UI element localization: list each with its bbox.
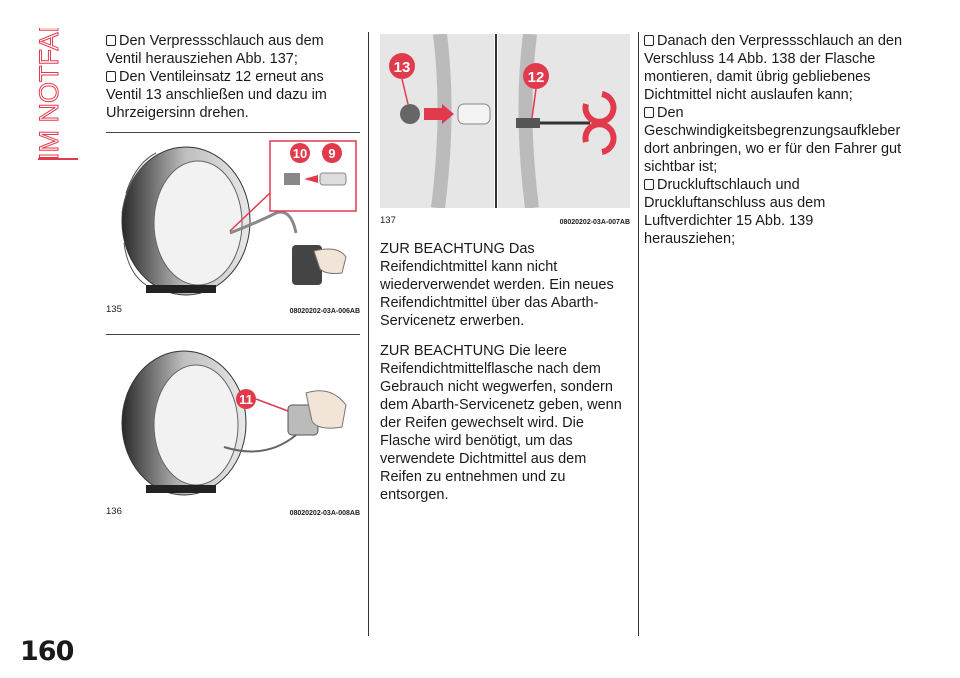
figure-code: 08020202-03A-007AB	[559, 219, 630, 226]
warning-note: ZUR BEACHTUNG Die leere Reifendichtmitte…	[380, 343, 622, 503]
page-number: 160	[20, 636, 74, 667]
figure-image: 11	[106, 334, 360, 504]
list-item-text: Den Verpressschlauch aus dem Ventil hera…	[106, 33, 324, 67]
figure-image: 13 12	[380, 33, 630, 213]
figure-caption: 137 08020202-03A-007AB	[380, 213, 630, 226]
bullet-icon	[106, 35, 116, 46]
bullet-icon	[106, 71, 116, 82]
figure-number: 135	[106, 304, 122, 315]
callout-label: 9	[328, 146, 335, 161]
accent-bar	[38, 158, 78, 160]
tyre-sealant-illustration: 10 9	[121, 140, 357, 296]
figure-code: 08020202-03A-006AB	[289, 308, 360, 315]
callout-label: 12	[528, 69, 545, 86]
callout-label: 11	[239, 392, 253, 407]
list-item: Den Geschwindigkeitsbegrenzungsaufkleber…	[644, 104, 904, 176]
figure-caption: 135 08020202-03A-006AB	[106, 302, 360, 315]
column-1: Den Verpressschlauch aus dem Ventil hera…	[106, 32, 360, 122]
list-item: Den Ventileinsatz 12 erneut ans Ventil 1…	[106, 68, 360, 122]
bullet-icon	[644, 179, 654, 190]
figure-number: 136	[106, 506, 122, 517]
warning-note: ZUR BEACHTUNG Das Reifendichtmittel kann…	[380, 241, 614, 329]
callout-label: 10	[293, 146, 307, 161]
list-item-text: Danach den Verpressschlauch an den Versc…	[644, 33, 903, 103]
figure-caption: 136 08020202-03A-008AB	[106, 504, 360, 517]
list-item-text: Den Geschwindigkeitsbegrenzungsaufkleber…	[644, 105, 902, 175]
list-item: Danach den Verpressschlauch an den Versc…	[644, 32, 904, 104]
list-item-text: Den Ventileinsatz 12 erneut ans Ventil 1…	[106, 69, 327, 121]
list-item: Den Verpressschlauch aus dem Ventil hera…	[106, 32, 360, 68]
figure-code: 08020202-03A-008AB	[289, 510, 360, 517]
column-2-notes: ZUR BEACHTUNG Das Reifendichtmittel kann…	[380, 240, 630, 504]
figure-image: 10 9	[106, 132, 360, 302]
figure-137: 13 12 137 08020202-03A-007AB	[380, 33, 630, 226]
column-divider-2	[638, 32, 639, 636]
column-divider-1	[368, 32, 369, 636]
figure-136: 11 136 08020202-03A-008AB	[106, 334, 360, 517]
bullet-icon	[644, 35, 654, 46]
list-item: Druckluftschlauch und Druckluftanschluss…	[644, 176, 904, 248]
figure-135: 10 9 135 08020202-03A-006AB	[106, 132, 360, 315]
section-side-title: IM NOTFALL	[22, 28, 82, 168]
list-item-text: Druckluftschlauch und Druckluftanschluss…	[644, 177, 826, 247]
callout-label: 13	[394, 59, 411, 76]
side-title-text: IM NOTFALL	[34, 28, 64, 160]
figure-number: 137	[380, 215, 396, 226]
bullet-icon	[644, 107, 654, 118]
valve-insert-illustration: 13 12	[380, 33, 630, 209]
compressor-hose-illustration: 11	[121, 350, 347, 496]
column-3: Danach den Verpressschlauch an den Versc…	[644, 32, 904, 248]
